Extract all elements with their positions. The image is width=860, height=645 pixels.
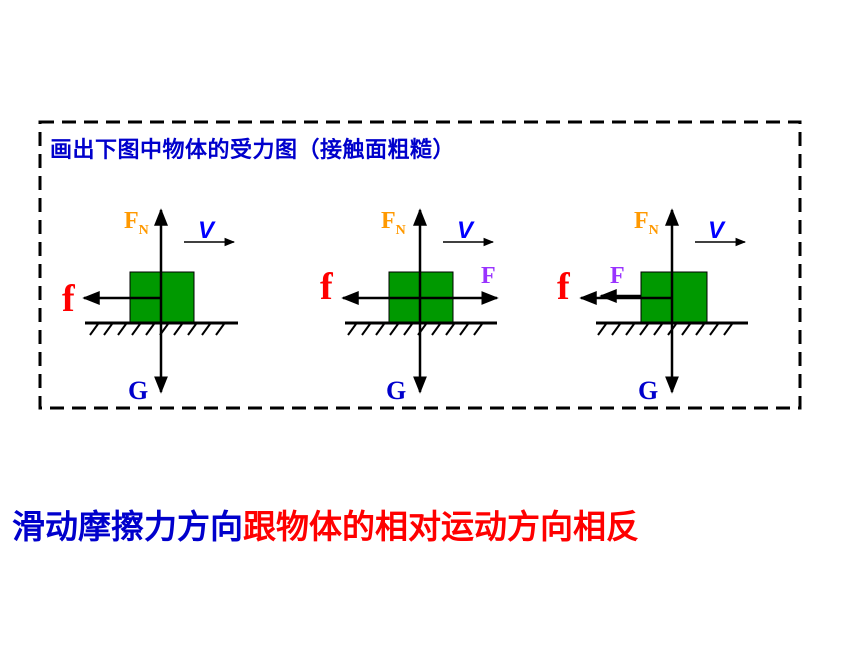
diagram-2: FN V f F G [320, 208, 499, 405]
velocity-label: V [198, 217, 216, 244]
friction-label: f [320, 266, 334, 308]
gravity-label: G [638, 376, 658, 405]
gravity-label: G [386, 376, 406, 405]
conclusion-text: 滑动摩擦力方向跟物体的相对运动方向相反 [12, 500, 639, 548]
problem-title: 画出下图中物体的受力图（接触面粗糙） [50, 138, 456, 163]
normal-force-label: FN [634, 208, 659, 238]
normal-force-label: FN [124, 208, 149, 238]
conclusion-part-2: 跟物体的相对运动方向相反 [243, 507, 639, 546]
ground-hatch [347, 323, 483, 336]
velocity-label: V [457, 217, 475, 244]
ground-hatch [597, 323, 733, 336]
conclusion-part-1: 滑动摩擦力方向 [12, 507, 243, 546]
dashed-frame [38, 120, 802, 410]
gravity-label: G [128, 376, 148, 405]
velocity-label: V [708, 217, 726, 244]
friction-label: f [62, 278, 76, 320]
ground-hatch [89, 323, 225, 336]
diagram-3: FN V f F G [557, 208, 748, 405]
applied-force-label: F [610, 263, 625, 289]
normal-force-label: FN [381, 208, 406, 238]
diagram-1: FN V f G [62, 208, 238, 405]
friction-label: f [557, 266, 571, 308]
applied-force-label: F [481, 263, 496, 289]
